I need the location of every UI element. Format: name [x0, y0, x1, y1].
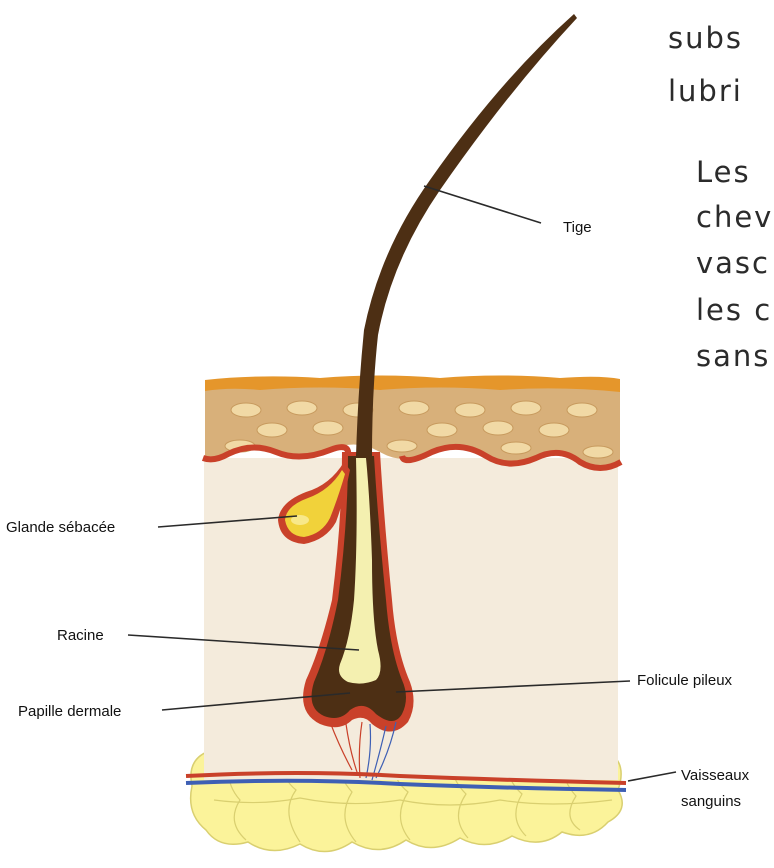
- leader-vaisseaux: [628, 772, 676, 781]
- label-sanguins: sanguins: [681, 793, 741, 810]
- leader-tige: [424, 186, 541, 223]
- dermis: [204, 458, 618, 780]
- side-text-line: chev: [696, 200, 773, 234]
- label-glande-sebacee: Glande sébacée: [6, 519, 115, 536]
- label-vaisseaux: Vaisseaux: [681, 767, 750, 784]
- label-racine: Racine: [57, 627, 104, 644]
- side-text-line: Les: [696, 155, 751, 189]
- side-text-line: sans: [696, 339, 770, 373]
- label-folicule-pileux: Folicule pileux: [637, 672, 733, 689]
- side-paragraph: subs lubri Les chev vasc les c sans: [668, 21, 773, 373]
- side-text-line: lubri: [668, 74, 743, 108]
- label-tige: Tige: [563, 219, 592, 236]
- side-text-line: les c: [696, 293, 772, 327]
- side-text-line: vasc: [696, 246, 770, 280]
- side-text-line: subs: [668, 21, 743, 55]
- epidermis: [203, 376, 621, 469]
- label-papille-dermale: Papille dermale: [18, 703, 121, 720]
